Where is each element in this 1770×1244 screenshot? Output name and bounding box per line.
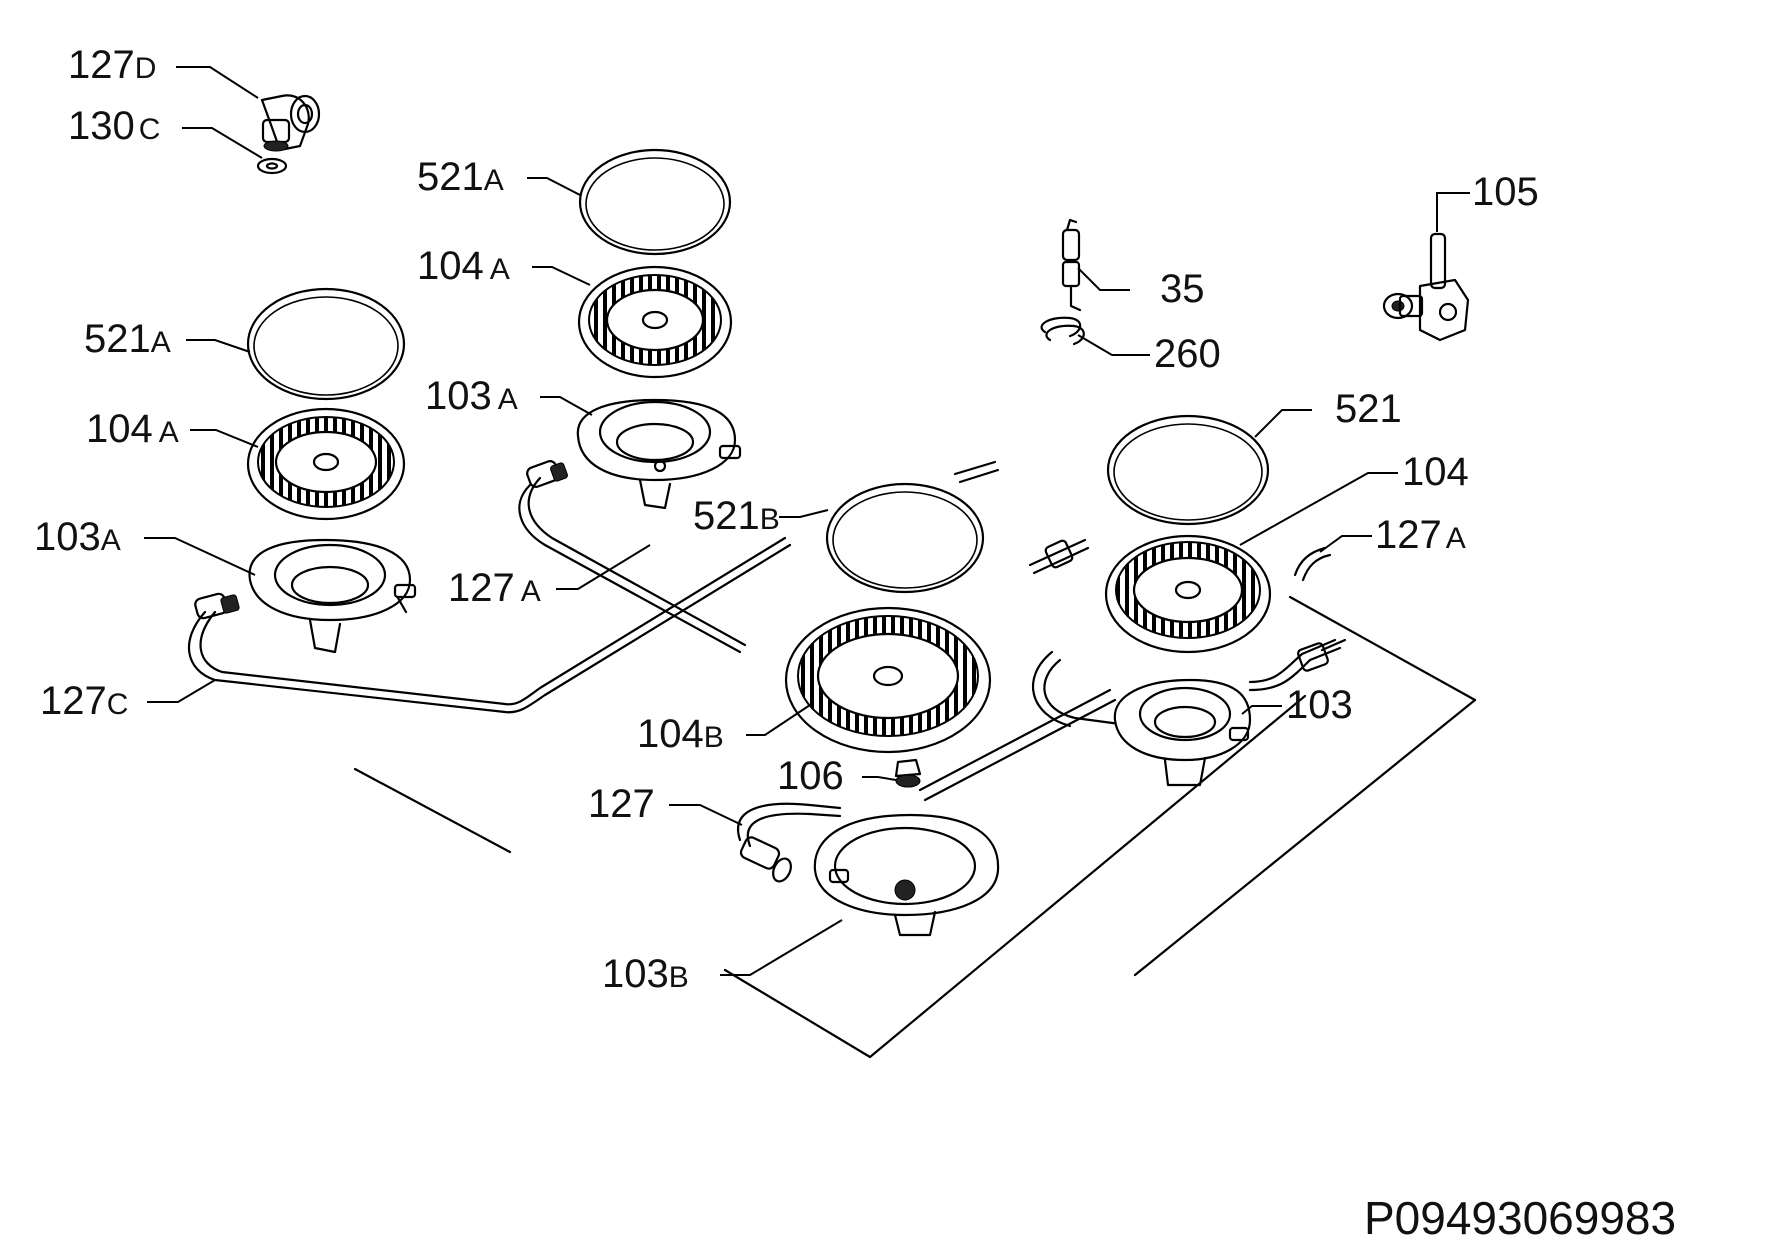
pipe-connector-127	[737, 802, 842, 883]
burner-cap-521a-left	[246, 287, 406, 401]
burner-crown-104a-upper	[577, 265, 733, 379]
label-103: 103	[1286, 683, 1353, 727]
gas-connector-upper	[526, 460, 568, 488]
gas-tap-105	[1382, 232, 1470, 342]
label-105: 105	[1472, 170, 1539, 214]
burner-base-103	[1113, 678, 1252, 787]
label-104: 104	[1402, 450, 1469, 494]
gas-connector-left	[194, 592, 240, 620]
drawing-code: P09493069983	[1364, 1192, 1676, 1244]
burner-base-103b	[813, 813, 1000, 937]
hob-outline	[353, 595, 1477, 1059]
burner-cap-521a-upper	[578, 148, 732, 256]
label-103a-left: 103A	[34, 515, 121, 559]
elbow-fitting-127d	[260, 94, 321, 152]
label-127d: 127D	[68, 43, 156, 87]
burner-crown-104a-left	[246, 407, 406, 521]
pipe-fitting-right	[1297, 638, 1347, 672]
thermocouple-stub	[1028, 538, 1090, 575]
label-127c: 127C	[40, 679, 128, 723]
leader-lines	[144, 66, 1470, 976]
burner-crown-104b	[784, 606, 992, 754]
label-521a-upper: 521A	[417, 155, 504, 199]
label-260: 260	[1154, 332, 1221, 376]
burner-base-103a-left	[248, 538, 417, 654]
burner-crown-104	[1104, 534, 1272, 654]
burner-base-103a-upper	[576, 398, 742, 510]
nozzle-106	[894, 758, 922, 788]
label-521a-left: 521A	[84, 317, 171, 361]
ignition-electrode-35	[1061, 218, 1082, 312]
label-521b: 521B	[693, 494, 780, 538]
clip-260	[1040, 316, 1085, 346]
washer-130c	[256, 157, 288, 175]
label-127: 127	[588, 782, 655, 826]
burner-cap-521b	[825, 482, 985, 594]
label-104b: 104B	[637, 712, 724, 756]
label-35: 35	[1160, 267, 1205, 311]
burner-cap-521	[1106, 414, 1270, 526]
label-106: 106	[777, 754, 844, 798]
label-103b: 103B	[602, 952, 689, 996]
label-521: 521	[1335, 387, 1402, 431]
